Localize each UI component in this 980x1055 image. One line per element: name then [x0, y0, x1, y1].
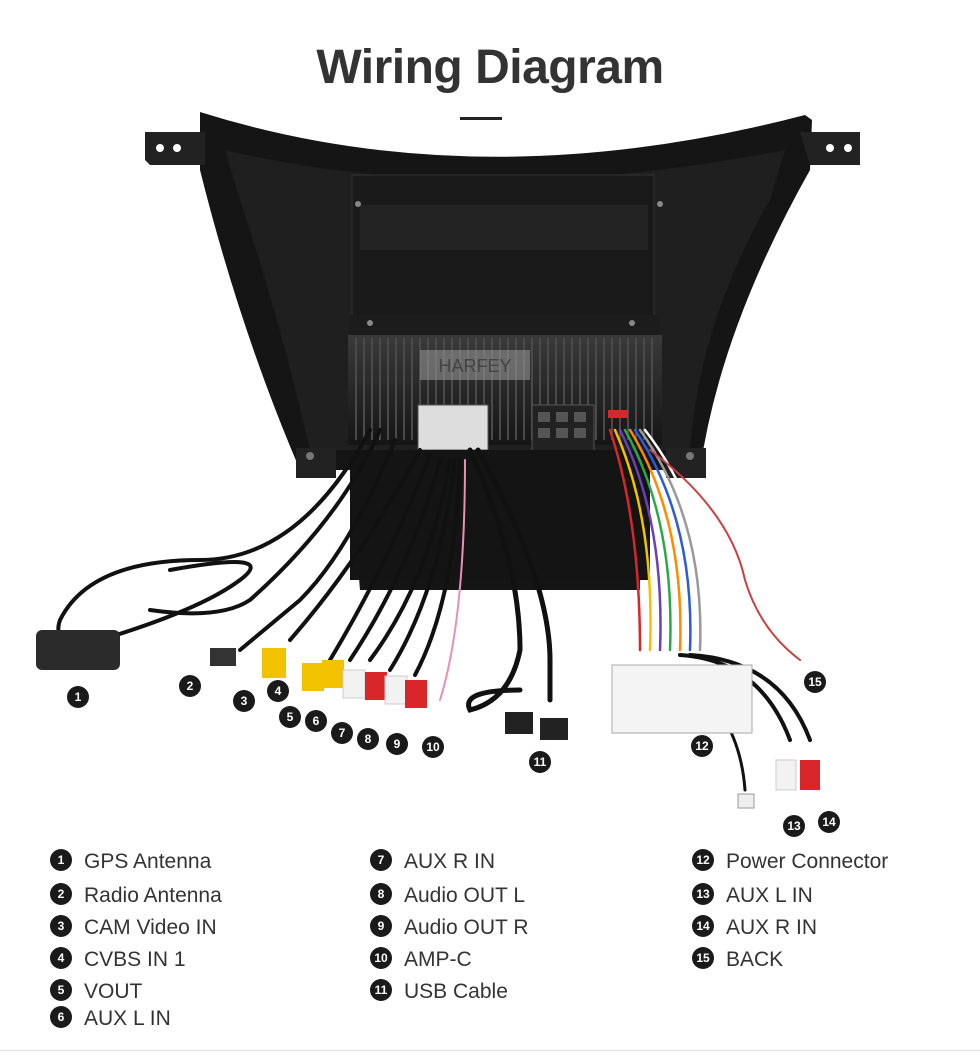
bottom-divider [0, 1050, 980, 1051]
legend-label: GPS Antenna [84, 850, 212, 873]
gps-antenna-puck [36, 630, 120, 670]
callout-7: 7 [331, 722, 353, 744]
callout-markers: 1 2 3 4 5 6 7 8 9 10 11 12 13 14 15 [67, 671, 840, 837]
callout-15: 15 [804, 671, 826, 693]
callout-8-label: 8 [365, 732, 372, 746]
legend-label: Power Connector [726, 850, 889, 873]
legend-item-audio-out-l: 8 Audio OUT L [370, 882, 525, 910]
callout-1-label: 1 [75, 690, 82, 704]
legend-badge: 12 [692, 849, 714, 872]
brand-watermark: HARFEY [438, 356, 511, 376]
legend-badge: 9 [370, 915, 392, 938]
legend-badge: 8 [370, 883, 392, 906]
head-unit: HARFEY [348, 174, 663, 580]
legend-badge: 11 [370, 979, 392, 1002]
legend-item-radio-antenna: 2 Radio Antenna [50, 882, 222, 910]
legend-item-vout: 5 VOUT [50, 978, 142, 1006]
callout-5-label: 5 [287, 710, 294, 724]
callout-3: 3 [233, 690, 255, 712]
legend-item-aux-l-in: 6 AUX L IN [50, 1005, 171, 1033]
rca-plugs [262, 648, 820, 791]
page-title: Wiring Diagram [316, 41, 664, 94]
legend-item-gps-antenna: 1 GPS Antenna [50, 848, 211, 876]
legend-label: AUX R IN [404, 850, 496, 873]
callout-9-label: 9 [394, 737, 401, 751]
legend-badge: 6 [50, 1006, 72, 1029]
callout-11-label: 11 [534, 755, 547, 769]
callout-11: 11 [529, 751, 551, 773]
callout-7-label: 7 [339, 726, 346, 740]
callout-6: 6 [305, 710, 327, 732]
legend-item-cvbs-in-1: 4 CVBS IN 1 [50, 946, 186, 974]
legend-badge: 1 [50, 849, 72, 872]
usb-connectors [505, 712, 568, 740]
legend-label: AUX L IN [84, 1007, 171, 1030]
legend-label: CAM Video IN [84, 916, 217, 939]
legend-label: BACK [726, 948, 784, 971]
wiring-diagram-illustration: HARFEY [36, 112, 860, 837]
callout-10-label: 10 [426, 740, 440, 754]
legend-label: AUX L IN [726, 884, 813, 907]
callout-13-label: 13 [787, 819, 801, 833]
legend-item-audio-out-r: 9 Audio OUT R [370, 914, 529, 942]
legend-badge: 13 [692, 883, 714, 906]
callout-5: 5 [279, 706, 301, 728]
legend-badge: 10 [370, 947, 392, 970]
legend-badge: 4 [50, 947, 72, 970]
callout-13: 13 [783, 815, 805, 837]
legend-badge: 2 [50, 883, 72, 906]
legend-label: AMP-C [404, 948, 472, 971]
legend-badge: 3 [50, 915, 72, 938]
legend-item-aux-r-in: 7 AUX R IN [370, 848, 495, 876]
callout-12: 12 [691, 735, 713, 757]
legend-label: CVBS IN 1 [84, 948, 186, 971]
callout-2: 2 [179, 675, 201, 697]
callout-1: 1 [67, 686, 89, 708]
legend-item-aux-r-in: 14 AUX R IN [692, 914, 817, 942]
legend-label: USB Cable [404, 980, 508, 1003]
legend-item-amp-c: 10 AMP-C [370, 946, 472, 974]
legend-item-power-connector: 12 Power Connector [692, 848, 888, 876]
callout-9: 9 [386, 733, 408, 755]
legend-item-usb-cable: 11 USB Cable [370, 978, 508, 1006]
aux-small-plug [737, 793, 755, 809]
legend-badge: 15 [692, 947, 714, 970]
callout-4: 4 [267, 680, 289, 702]
legend-label: Audio OUT R [404, 916, 529, 939]
callout-8: 8 [357, 728, 379, 750]
callout-15-label: 15 [808, 675, 822, 689]
legend-label: AUX R IN [726, 916, 818, 939]
callout-2-label: 2 [187, 679, 194, 693]
legend-item-cam-video-in: 3 CAM Video IN [50, 914, 217, 942]
legend-badge: 7 [370, 849, 392, 872]
callout-14: 14 [818, 811, 840, 833]
legend-badge: 14 [692, 915, 714, 938]
callout-4-label: 4 [275, 684, 282, 698]
title-underline [460, 117, 502, 120]
callout-14-label: 14 [822, 815, 836, 829]
legend-label: VOUT [84, 980, 143, 1003]
power-connector [611, 664, 753, 734]
callout-12-label: 12 [695, 739, 709, 753]
radio-antenna-plug [210, 648, 236, 666]
callout-3-label: 3 [241, 694, 248, 708]
cables [56, 428, 812, 792]
callout-10: 10 [422, 736, 444, 758]
legend-item-aux-l-in: 13 AUX L IN [692, 882, 813, 910]
callout-6-label: 6 [313, 714, 320, 728]
legend-item-back: 15 BACK [692, 946, 783, 974]
legend-label: Radio Antenna [84, 884, 222, 907]
legend-badge: 5 [50, 979, 72, 1002]
legend-label: Audio OUT L [404, 884, 526, 907]
